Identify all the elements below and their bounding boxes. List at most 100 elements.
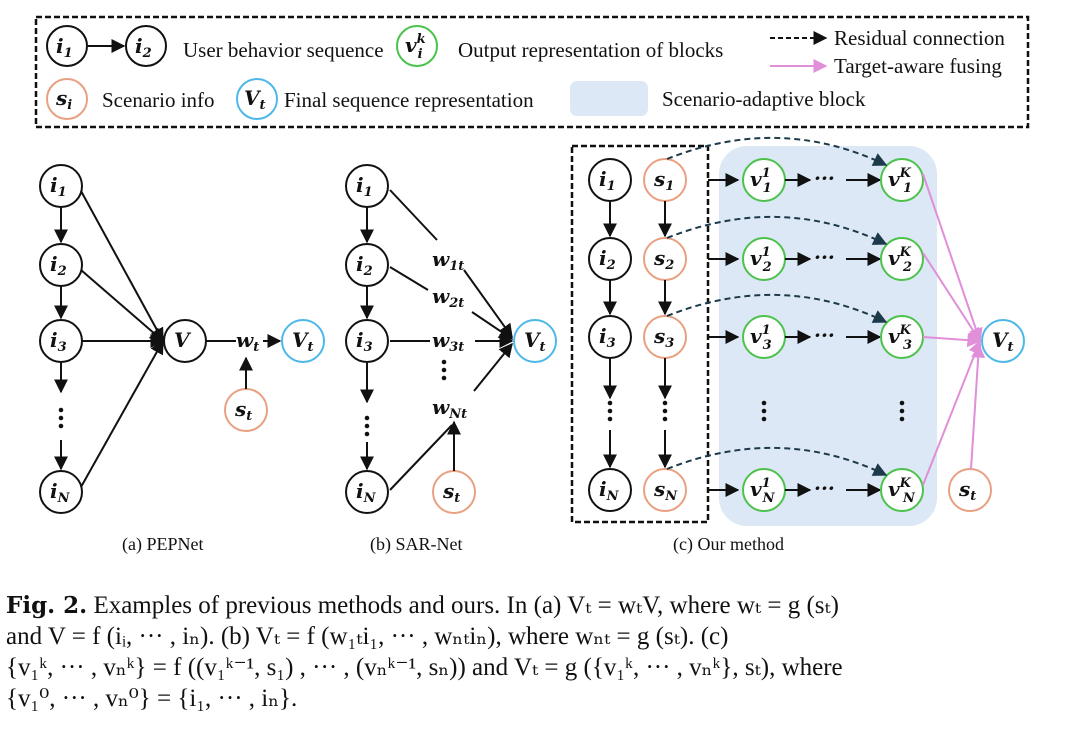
legend-block-swatch: [570, 81, 648, 116]
panel-b-edge-i-w: [389, 266, 429, 291]
panel-b-edge-w-vt: [463, 269, 513, 339]
panel-c-block-ellipsis: ···: [814, 476, 835, 500]
panel-c-ellipsis-vk-dot: [899, 416, 905, 422]
panel-b-caption: (b) SAR-Net: [370, 534, 463, 555]
panel-c-ellipsis-i-dot: [607, 408, 613, 414]
panel-c-block-ellipsis: ···: [814, 245, 835, 269]
panel-b-weight-1t: w1t: [432, 247, 464, 274]
panel-c-ellipsis-v1-dot: [761, 408, 767, 414]
panel-b-edge-w-vt: [471, 311, 514, 340]
panel-b-weight-Nt: wNt: [432, 395, 467, 422]
legend-scenario-node-label: si: [55, 86, 72, 113]
panel-a-node-iN-label: iN: [50, 479, 71, 506]
panel-c-fusing-edge: [922, 339, 982, 486]
panel-b-ellipsis-dot: [364, 415, 370, 421]
panel-c-node-s3-label: s3: [653, 324, 674, 351]
panel-c-ellipsis-v1-dot: [761, 416, 767, 422]
panel-a-node-vt: [281, 319, 325, 363]
legend-scenario-node: [46, 78, 88, 120]
panel-b-node-iN: [345, 470, 389, 514]
panel-c-ellipsis-v1-dot: [761, 400, 767, 406]
caption-line-2: and V = f (iᵢ, ··· , iₙ). (b) Vₜ = f (w₁…: [6, 623, 729, 650]
legend-output-node: [396, 25, 438, 67]
panel-a-ellipsis-dot: [58, 407, 64, 413]
panel-b-weight-ellipsis-dot: [441, 375, 447, 381]
legend-scenario-label: Scenario info: [102, 88, 215, 112]
caption-line-1-text: Examples of previous methods and ours. I…: [87, 592, 839, 619]
legend-user-behavior-label: User behavior sequence: [183, 38, 384, 62]
panel-b-weight-ellipsis-dot: [441, 359, 447, 365]
panel-c-node-s1-label: s1: [653, 167, 674, 194]
panel-a-node-st-label: st: [234, 397, 252, 424]
panel-b-ellipsis-dot: [364, 423, 370, 429]
caption-line-3: {v₁ᵏ, ··· , vₙᵏ} = f ((v₁ᵏ⁻¹, s₁) , ··· …: [6, 654, 843, 681]
panel-c-node-i3-label: i3: [599, 324, 616, 351]
panel-c-ellipsis-i-dot: [607, 400, 613, 406]
legend-final-label: Final sequence representation: [284, 88, 534, 112]
panel-b-node-vt-label: Vt: [524, 328, 546, 355]
panel-a-ellipsis-dot: [58, 415, 64, 421]
caption-line-4: {v₁⁰, ··· , vₙ⁰} = {i₁, ··· , iₙ}.: [6, 685, 298, 712]
panel-b-weight-3t: w3t: [432, 328, 464, 355]
panel-c-node-sN: [643, 468, 687, 512]
panel-c-node-sN-label: sN: [653, 477, 678, 504]
panel-c-node-vN-k: [880, 468, 924, 512]
panel-c-node-i1-label: i1: [599, 167, 616, 194]
panel-c-node-vt-label: Vt: [992, 328, 1014, 355]
panel-c-node-v2-k: [880, 237, 924, 281]
panel-c-node-i2-label: i2: [599, 246, 616, 273]
legend-seq-node-2-label: i2: [135, 34, 152, 61]
panel-c-node-v1-k: [880, 158, 924, 202]
panel-a-node-i2-label: i2: [50, 252, 67, 279]
panel-a-edge-to-v: [80, 339, 164, 488]
panel-a-ellipsis-dot: [58, 423, 64, 429]
panel-c-node-st: [948, 468, 992, 512]
panel-c-node-st-label: st: [958, 477, 976, 504]
panel-c-residual-connection: [666, 447, 888, 476]
panel-b-node-i1-label: i1: [356, 173, 373, 200]
panel-a-node-i3-label: i3: [50, 328, 67, 355]
panel-b-edge-w-vt: [473, 342, 513, 392]
panel-c-residual-connection: [666, 216, 888, 245]
legend-final-node-label: Vt: [244, 86, 266, 113]
panel-c-ellipsis-s-dot: [662, 400, 668, 406]
panel-b-edge-i-w: [389, 189, 438, 241]
panel-c-ellipsis-s-dot: [662, 408, 668, 414]
panel-c-ellipsis-vk-dot: [899, 400, 905, 406]
caption-figure-label: Fig. 2.: [6, 592, 88, 619]
legend-residual-label: Residual connection: [834, 26, 1005, 50]
panel-b-edge-i-w: [389, 424, 453, 491]
panel-c-fusing-edge-st: [970, 343, 986, 470]
panel-b-node-vt: [513, 319, 557, 363]
panel-b-node-iN-label: iN: [356, 479, 377, 506]
panel-c-block-ellipsis: ···: [814, 323, 835, 347]
panel-b-weight-2t: w2t: [432, 284, 464, 311]
legend-final-node: [236, 78, 278, 120]
panel-b-node-i2-label: i2: [356, 252, 373, 279]
panel-c-input-frame: [570, 144, 710, 524]
panel-c-residual-connection: [666, 294, 888, 323]
legend-frame: [34, 15, 1030, 129]
legend-block-label: Scenario-adaptive block: [662, 87, 866, 111]
panel-c-node-s2-label: s2: [653, 246, 674, 273]
panel-c-caption: (c) Our method: [673, 534, 784, 555]
panel-c-fusing-edge: [922, 252, 981, 343]
panel-b-ellipsis-dot: [364, 431, 370, 437]
panel-b-weight-ellipsis-dot: [441, 367, 447, 373]
panel-c-node-vt: [981, 319, 1025, 363]
panel-b-node-i3-label: i3: [356, 328, 373, 355]
panel-c-ellipsis-s-dot: [662, 416, 668, 422]
